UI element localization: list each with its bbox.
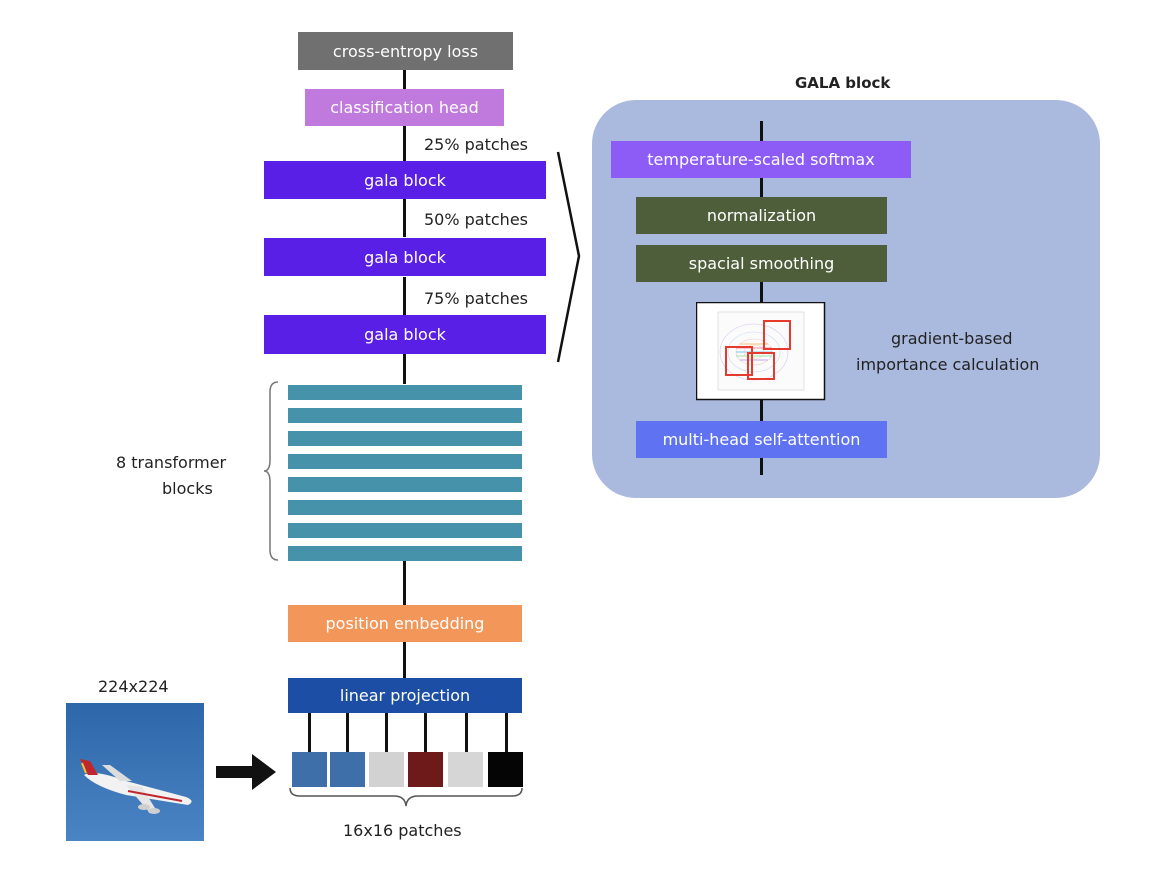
arrow-right-icon bbox=[216, 754, 276, 790]
airplane-image bbox=[66, 703, 204, 841]
patch-connector bbox=[308, 713, 311, 753]
patch-connector bbox=[346, 713, 349, 753]
gala-connector bbox=[760, 400, 763, 421]
gala-block-3: gala block bbox=[264, 315, 546, 354]
patch-connector bbox=[465, 713, 468, 753]
transformer-count-label: 8 transformer bbox=[116, 453, 227, 472]
connector-gala-2-3 bbox=[403, 277, 406, 315]
gradient-heatmap-figure bbox=[696, 302, 826, 401]
importance-label-2: importance calculation bbox=[856, 355, 1040, 374]
patch-connector bbox=[424, 713, 427, 753]
gala-block-2: gala block bbox=[264, 238, 546, 276]
transformer-block bbox=[288, 431, 522, 446]
transformer-block bbox=[288, 385, 522, 400]
transformer-block bbox=[288, 408, 522, 423]
gala-connector bbox=[760, 121, 763, 141]
patch-connector bbox=[505, 713, 508, 753]
connector-position-projection bbox=[403, 642, 406, 678]
patches-label-75: 75% patches bbox=[424, 289, 528, 308]
connector-transformer-position bbox=[403, 561, 406, 605]
patch-square bbox=[330, 752, 365, 787]
transformer-block bbox=[288, 454, 522, 469]
connector-gala-1-2 bbox=[403, 199, 406, 237]
gala-connector bbox=[760, 178, 763, 198]
patches-brace bbox=[289, 787, 523, 807]
patches-label-25: 25% patches bbox=[424, 135, 528, 154]
position-embedding-box: position embedding bbox=[288, 605, 522, 642]
classification-head-box: classification head bbox=[305, 89, 504, 126]
normalization-box: normalization bbox=[636, 197, 887, 234]
connector-gala-transformer bbox=[403, 354, 406, 384]
transformer-block bbox=[288, 500, 522, 515]
patches-size-label: 16x16 patches bbox=[343, 821, 462, 840]
gala-block-1: gala block bbox=[264, 161, 546, 199]
gala-connector bbox=[760, 458, 763, 475]
patch-square bbox=[408, 752, 443, 787]
input-size-label: 224x224 bbox=[98, 677, 169, 696]
patch-square bbox=[488, 752, 523, 787]
transformer-block bbox=[288, 546, 522, 561]
transformer-brace bbox=[263, 381, 279, 561]
multi-head-attention-box: multi-head self-attention bbox=[636, 421, 887, 458]
patch-connector bbox=[385, 713, 388, 753]
transformer-count-label-2: blocks bbox=[162, 479, 213, 498]
patches-label-50: 50% patches bbox=[424, 210, 528, 229]
linear-projection-box: linear projection bbox=[288, 678, 522, 713]
connector-top bbox=[403, 70, 406, 90]
transformer-block bbox=[288, 477, 522, 492]
gala-connector bbox=[760, 282, 763, 303]
temperature-softmax-box: temperature-scaled softmax bbox=[611, 141, 911, 178]
connector-head-gala bbox=[403, 126, 406, 162]
spatial-smoothing-box: spacial smoothing bbox=[636, 245, 887, 282]
patch-square bbox=[292, 752, 327, 787]
cross-entropy-loss-box: cross-entropy loss bbox=[298, 32, 513, 70]
importance-label-1: gradient-based bbox=[891, 329, 1013, 348]
patch-square bbox=[448, 752, 483, 787]
patch-square bbox=[369, 752, 404, 787]
gala-detail-title: GALA block bbox=[795, 74, 891, 92]
transformer-block bbox=[288, 523, 522, 538]
gala-bracket bbox=[556, 151, 581, 363]
